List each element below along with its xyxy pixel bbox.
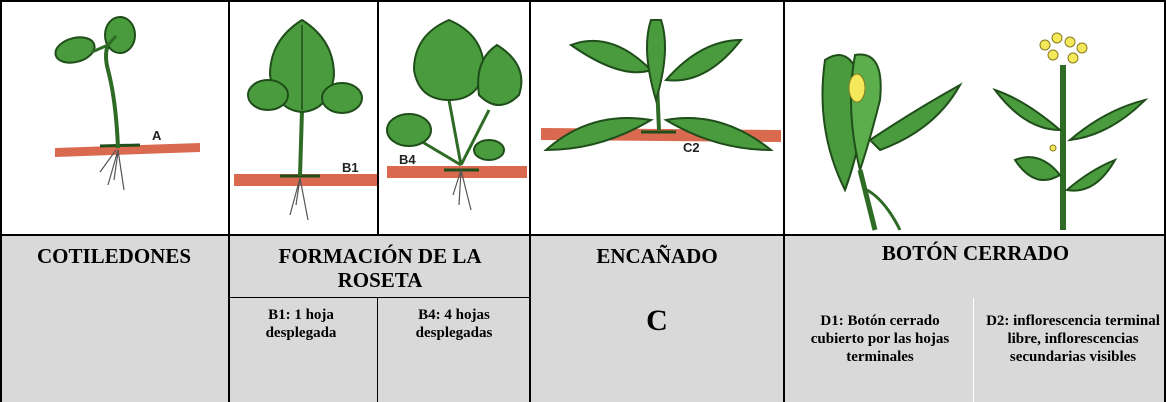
sublabel-b4: B4: 4 hojas desplegadas: [386, 306, 522, 342]
inflorescence-illustration: [975, 0, 1166, 236]
image-label-a: A: [152, 128, 162, 143]
table-border-top: [0, 0, 1166, 2]
closed-bud-illustration: [785, 0, 973, 236]
cotyledon-seedling-illustration: A: [0, 0, 228, 236]
stage-letter-c: C: [531, 304, 783, 338]
col-divider-b-sub-bottom: [377, 298, 378, 402]
heading-closed-bud: BOTÓN CERRADO: [785, 241, 1166, 265]
bolting-illustration: C2: [531, 0, 783, 236]
col-divider-2: [529, 0, 531, 402]
image-inflorescence-d2: [975, 0, 1166, 236]
image-bolting: C2: [531, 0, 783, 236]
rosette-b4-illustration: B4: [379, 0, 529, 236]
row-divider-images: [0, 234, 1166, 236]
sublabel-d1: D1: Botón cerrado cubierto por las hojas…: [795, 312, 965, 366]
image-label-c2: C2: [683, 140, 700, 155]
image-rosette-b4: B4: [379, 0, 529, 236]
heading-cotyledons: COTILEDONES: [0, 244, 228, 268]
sublabel-b1: B1: 1 hoja desplegada: [246, 306, 356, 342]
table-border-left: [0, 0, 2, 402]
heading-bolting: ENCAÑADO: [531, 244, 783, 268]
col-divider-b-sub-top: [377, 0, 379, 236]
image-cotyledons: A: [0, 0, 228, 236]
rosette-b1-illustration: B1: [230, 0, 377, 236]
heading-rosette-formation: FORMACIÓN DE LA ROSETA: [250, 244, 510, 292]
image-closed-bud-d1: [785, 0, 973, 236]
col-divider-3: [783, 0, 785, 402]
col-divider-1: [228, 0, 230, 402]
image-rosette-b1: B1: [230, 0, 377, 236]
image-label-b1: B1: [342, 160, 359, 175]
sublabel-d2: D2: inflorescencia terminal libre, inflo…: [980, 312, 1166, 366]
col-divider-d-sub: [973, 298, 974, 402]
image-label-b4: B4: [399, 152, 416, 167]
row-divider-rosette-sub: [230, 297, 529, 298]
